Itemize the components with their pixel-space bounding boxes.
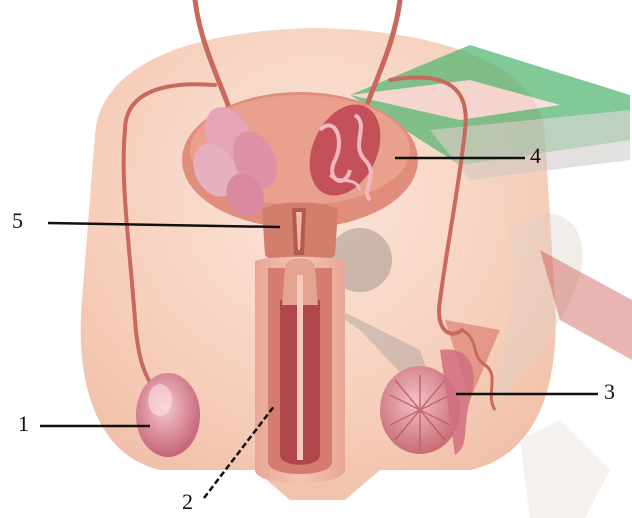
label-1: 1 — [18, 413, 29, 435]
urethra — [297, 275, 303, 460]
label-5: 5 — [12, 210, 23, 232]
label-2: 2 — [182, 491, 193, 513]
watermark-light-shape — [520, 420, 610, 518]
penis — [255, 257, 345, 484]
testis-left — [136, 373, 200, 457]
label-4: 4 — [530, 145, 541, 167]
prostate — [262, 203, 338, 265]
label-3: 3 — [604, 381, 615, 403]
